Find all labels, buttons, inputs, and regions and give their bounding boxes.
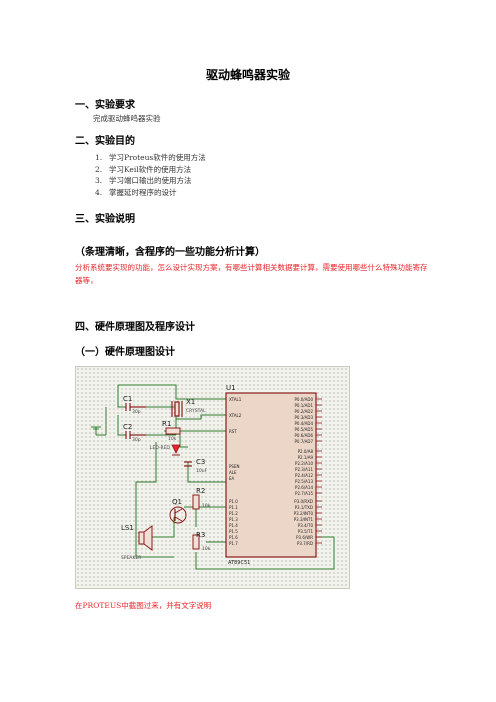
list-item: 4.掌握延时程序的设计 <box>95 187 177 197</box>
ls1-label: LS1 <box>121 524 134 532</box>
pin-p2-0: P2.0/A8 <box>298 449 314 454</box>
c2-label: C2 <box>123 423 132 431</box>
pin-p2-7: P2.7/A15 <box>295 491 313 496</box>
pin-p0-0: P0.0/AD0 <box>295 397 314 402</box>
r1-value: 10k <box>168 436 177 442</box>
pin-p3-3: P3.3/INT1 <box>294 517 314 522</box>
requirements-text: 完成驱动蜂鸣器实验 <box>93 114 161 123</box>
heading-objectives: 二、实验目的 <box>75 136 135 147</box>
pin-p3-7: P3.7/RD <box>297 541 313 546</box>
x1-label: X1 <box>186 398 195 406</box>
c1-value: 30p <box>132 409 141 415</box>
c1-label: C1 <box>123 395 132 403</box>
objectives-list: 1.学习Proteus软件的使用方法 2.学习Keil软件的使用方法 3.学习端… <box>95 152 206 198</box>
hardware-subheading: （一）硬件原理图设计 <box>75 347 175 358</box>
pin-p3-5: P3.5/T1 <box>298 529 314 534</box>
pin-p3-2: P3.2/INT0 <box>294 511 314 516</box>
pin-psen: PSEN <box>229 464 239 469</box>
pin-p0-5: P0.5/AD5 <box>295 427 314 432</box>
list-item: 1.学习Proteus软件的使用方法 <box>95 153 206 162</box>
pin-xtal2: XTAL2 <box>229 413 242 418</box>
c3-label: C3 <box>196 458 205 466</box>
pin-p3-0: P3.0/RXD <box>294 499 313 504</box>
c2-value: 30p <box>132 437 141 443</box>
pin-p3-6: P3.6/WR <box>296 535 313 540</box>
pin-p0-4: P0.4/AD4 <box>295 421 314 426</box>
explanation-subheading: （条理清晰，含程序的一些功能分析计算） <box>75 247 265 258</box>
pin-p1-5: P1.5 <box>229 529 238 534</box>
pin-p1-4: P1.4 <box>229 523 238 528</box>
pin-ea: EA <box>229 476 235 481</box>
pin-p1-7: P1.7 <box>229 541 238 546</box>
pin-p1-0: P1.0 <box>229 499 238 504</box>
u1-part: AT89C51 <box>228 560 250 566</box>
r1-label: R1 <box>162 420 171 428</box>
heading-explanation: 三、实验说明 <box>75 214 135 225</box>
schematic-image: C1 30p C2 30p X1 CRYSTAL R1 10k LED-RED <box>75 366 350 589</box>
r2-value: 10k <box>202 503 211 509</box>
pin-p1-3: P1.3 <box>229 517 238 522</box>
schematic-caption: 在PROTEUS中截图过来，并有文字说明 <box>75 601 212 610</box>
pin-p2-2: P2.2/A10 <box>295 461 313 466</box>
pin-p1-6: P1.6 <box>229 535 238 540</box>
c3-value: 10uF <box>196 468 208 474</box>
pin-p2-4: P2.4/A12 <box>295 473 313 478</box>
pin-p2-3: P2.3/A11 <box>295 467 313 472</box>
ls1-value: SPEAKER <box>121 555 141 561</box>
heading-requirements: 一、实验要求 <box>75 100 135 111</box>
pin-p2-6: P2.6/A14 <box>295 485 313 490</box>
u1-label: U1 <box>226 384 236 392</box>
pin-ale: ALE <box>229 470 237 475</box>
pin-p2-5: P2.5/A13 <box>295 479 313 484</box>
x1-value: CRYSTAL <box>186 408 206 414</box>
q1-label: Q1 <box>172 498 182 506</box>
heading-hardware: 四、硬件原理图及程序设计 <box>75 322 195 333</box>
document-title: 驱动蜂鸣器实验 <box>205 68 290 82</box>
pin-p0-1: P0.1/AD1 <box>295 403 314 408</box>
explanation-text: 分析系统要实现的功能，怎么设计实现方案，有哪些计算相关数据要计算，需要使用哪些什… <box>75 263 428 285</box>
pin-p0-3: P0.3/AD3 <box>295 415 314 420</box>
pin-p0-2: P0.2/AD2 <box>295 409 314 414</box>
pin-p0-6: P0.6/AD6 <box>295 433 314 438</box>
pin-p3-1: P3.1/TXD <box>295 505 313 510</box>
list-item: 2.学习Keil软件的使用方法 <box>95 164 192 174</box>
led-label: LED-RED <box>150 445 170 451</box>
pin-p2-1: P2.1/A9 <box>298 455 314 460</box>
r3-value: 10k <box>202 546 211 552</box>
pin-p1-2: P1.2 <box>229 511 238 516</box>
r2-label: R2 <box>196 487 205 495</box>
list-item: 3.学习端口输出的使用方法 <box>95 176 192 185</box>
r3-label: R3 <box>196 531 205 539</box>
pin-p1-1: P1.1 <box>229 505 238 510</box>
pin-p0-7: P0.7/AD7 <box>295 439 314 444</box>
pin-rst: RST <box>229 429 237 434</box>
pin-p3-4: P3.4/T0 <box>298 523 314 528</box>
pin-xtal1: XTAL1 <box>229 397 242 402</box>
